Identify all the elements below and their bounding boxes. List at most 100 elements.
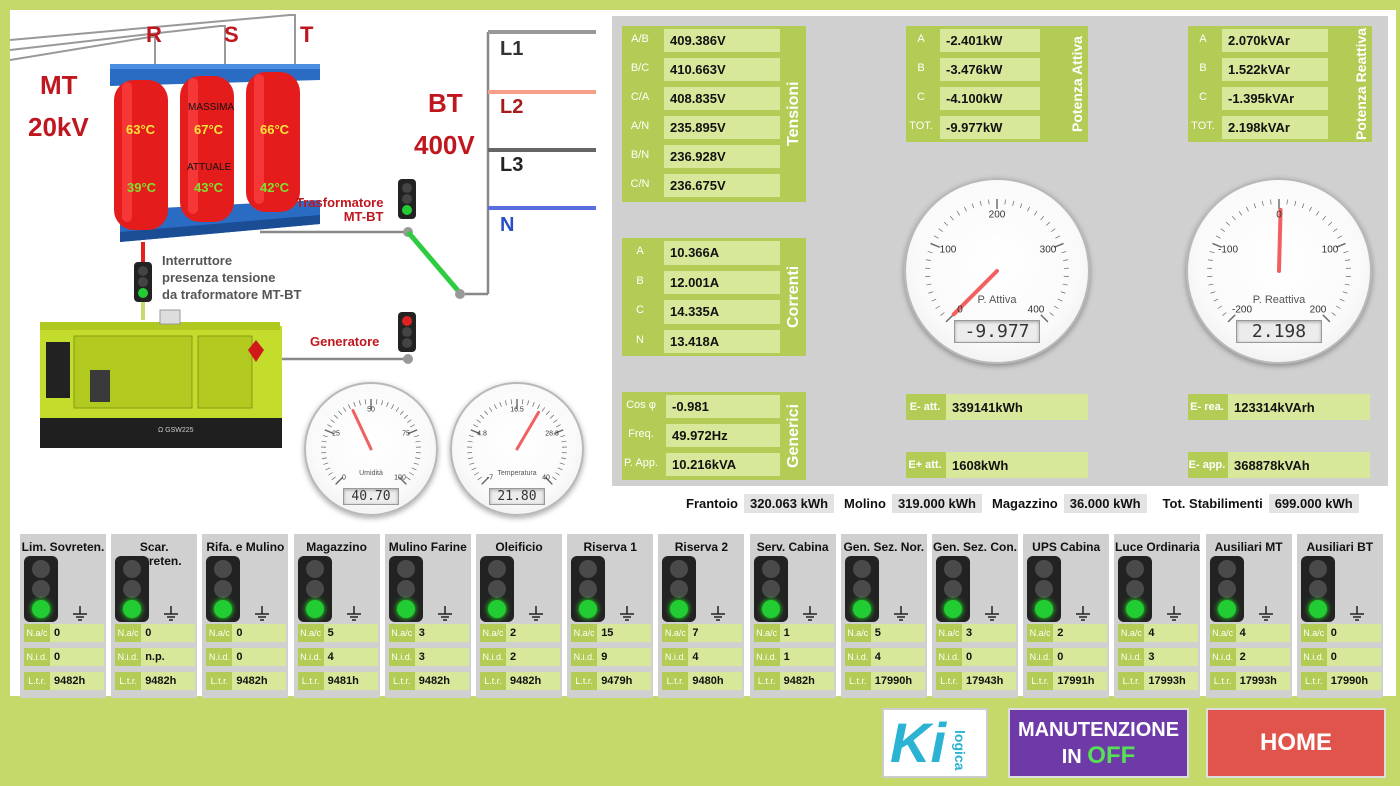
feeder-ltr-value: 17993h	[1148, 675, 1186, 687]
feeder-status-light	[206, 556, 241, 622]
feeder-nac-value: 3	[418, 627, 425, 639]
feeder-ltr-label: L.t.r.	[206, 672, 233, 690]
line-l3-label: L3	[500, 154, 524, 176]
ground-icon	[346, 606, 361, 621]
humidity-gauge-dial	[321, 399, 421, 485]
energy-active-neg: E- att. 339141kWh	[906, 394, 1088, 420]
kilogica-logo-sub: logica	[952, 730, 968, 771]
maintenance-toggle-button[interactable]: MANUTENZIONE IN OFF	[1008, 708, 1189, 778]
feeder-name: Riserva 2	[674, 540, 729, 554]
home-button[interactable]: HOME	[1206, 708, 1386, 778]
transformer-label: Trasformatore MT-BT	[296, 196, 383, 224]
generici-label-2: P. App.	[623, 457, 659, 469]
reactive-power-gauge-dial	[1207, 199, 1351, 323]
feeder-name: Lim. Sovreten.	[21, 540, 105, 554]
generici-value-1: 49.972Hz	[666, 424, 780, 447]
feeder-name: Mulino Farine	[388, 540, 467, 554]
energy-apparent-neg: E- app. 368878kVAh	[1188, 452, 1370, 478]
generator-status-light	[398, 312, 416, 352]
active-power-gauge-dial	[925, 199, 1069, 323]
reactive-power-tick-4: 100	[1321, 244, 1339, 256]
feeder-nac-label: N.a/c	[24, 624, 50, 642]
magazzino-label: Magazzino	[991, 495, 1058, 511]
feeder-ltr-label: L.t.r.	[297, 672, 324, 690]
feeder-nid-label: N.i.d.	[1118, 648, 1145, 666]
feeder-ltr-label: L.t.r.	[1118, 672, 1145, 690]
feeder-status-light	[571, 556, 606, 622]
correnti-value-0: 10.366A	[664, 241, 780, 265]
tensioni-label-4: B/N	[630, 149, 650, 161]
feeder-name: Ausiliari MT	[1214, 540, 1283, 554]
feeder-ltr-label: L.t.r.	[1300, 672, 1327, 690]
potenza_reattiva-label-1: B	[1199, 62, 1207, 74]
coil-t-actual-temp: 42°C	[260, 180, 290, 195]
bt-voltage: 400V	[414, 130, 475, 160]
energy-active-pos-value: 1608kWh	[946, 452, 1088, 478]
correnti-label-0: A	[636, 245, 644, 257]
feeder-nid-label: N.i.d.	[753, 648, 780, 666]
line-l1-label: L1	[500, 38, 524, 60]
humidity-tick-25: 25	[332, 430, 340, 438]
feeder-nid-label: N.i.d.	[1209, 648, 1236, 666]
tensioni-value-2: 408.835V	[664, 87, 780, 110]
tot-stabilimenti-value: 699.000 kWh	[1268, 493, 1359, 513]
coil-r-max-temp: 63°C	[126, 122, 156, 137]
feeder-status-light	[388, 556, 423, 622]
feeder-nid-value: n.p.	[145, 651, 165, 663]
temperature-tick-max: 40	[542, 474, 550, 482]
coil-s-max-temp: 67°C	[194, 122, 224, 137]
energy-apparent-neg-label: E- app.	[1188, 459, 1226, 471]
feeder-nid-value: 0	[966, 651, 973, 663]
feeder-nid-row: N.i.d.4	[662, 648, 743, 666]
feeder-nac-label: N.a/c	[844, 624, 871, 642]
correnti-value-3: 13.418A	[664, 329, 780, 353]
feeder-nid-value: 4	[692, 651, 699, 663]
generator-label: Generatore	[310, 334, 380, 349]
temperature-gauge-title: Temperatura	[497, 470, 537, 477]
feeder-status-light	[297, 556, 332, 622]
feeder-nid-label: N.i.d.	[1027, 648, 1054, 666]
generici-value-2: 10.216kVA	[666, 453, 780, 476]
feeder-status-light	[936, 556, 970, 622]
feeder-ltr-value: 17993h	[1239, 675, 1277, 687]
frantoio-value: 320.063 kWh	[744, 493, 835, 513]
feeder-nid-row: N.i.d.3	[1118, 648, 1199, 666]
potenza_attiva-value-0: -2.401kW	[940, 29, 1040, 52]
potenza_reattiva-value-1: 1.522kVAr	[1222, 58, 1328, 81]
feeder-name: Riserva 1	[583, 540, 637, 554]
generici-label-0: Cos φ	[626, 399, 656, 411]
feeder-ltr-value: 9482h	[54, 675, 86, 687]
feeder-nid-value: 1	[783, 651, 790, 663]
potenza_reattiva-value-0: 2.070kVAr	[1222, 29, 1328, 52]
kilogica-logo[interactable]: Ki logica	[882, 708, 988, 778]
feeder-status-light	[24, 556, 58, 622]
feeder-nac-label: N.a/c	[753, 624, 780, 642]
feeder-nid-label: N.i.d.	[24, 648, 50, 666]
feeder-ltr-label: L.t.r.	[24, 672, 50, 690]
feeder-nac-label: N.a/c	[297, 624, 324, 642]
feeder-ltr-value: 9482h	[236, 675, 268, 687]
frantoio-label: Frantoio	[686, 495, 738, 511]
feeder-name: Rifa. e Mulino	[206, 540, 285, 554]
feeder-ltr-value: 17990h	[874, 675, 913, 687]
temperature-gauge-dial	[467, 399, 567, 485]
